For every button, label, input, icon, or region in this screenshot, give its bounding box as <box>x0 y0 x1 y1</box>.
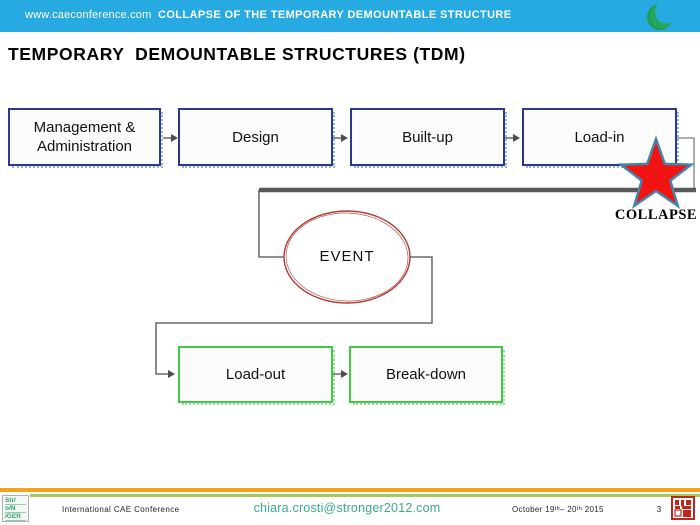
stronger-logo-line: Str/ <box>5 497 26 505</box>
flow-box-label: Built-up <box>402 128 453 146</box>
footer-green-line <box>30 494 700 497</box>
flow-box-label: Management & Administration <box>33 119 136 155</box>
top-bar: www.caeconference.com COLLAPSE OF THE TE… <box>0 0 700 32</box>
flow-box-break-down: Break-down <box>349 346 505 405</box>
cae-crescent-logo-icon <box>647 0 678 30</box>
footer-date: October 19ᵗʰ– 20ᵗʰ 2015 <box>512 505 604 514</box>
event-label: EVENT <box>319 248 375 265</box>
flow-box-built-up: Built-up <box>350 108 507 168</box>
stronger-logo-line: /GER <box>5 513 26 521</box>
collapse-label: COLLAPSE <box>614 207 698 223</box>
footer-conference-label: International CAE Conference <box>62 505 180 514</box>
flow-box-management: Management & Administration <box>8 108 163 168</box>
presentation-header-title: COLLAPSE OF THE TEMPORARY DEMOUNTABLE ST… <box>158 9 512 21</box>
stronger-logo-line: o/N <box>5 505 26 513</box>
footer-orange-line <box>0 488 700 492</box>
flow-box-label: Load-in <box>574 128 625 146</box>
flow-box-label: Break-down <box>385 366 467 383</box>
red-seal-logo-icon <box>671 496 695 520</box>
flow-box-label: Load-out <box>225 366 286 383</box>
flow-box-load-in: Load-in <box>522 108 679 168</box>
flow-box-load-out: Load-out <box>178 346 335 405</box>
slide-title: TEMPORARY DEMOUNTABLE STRUCTURES (TDM) <box>8 44 466 64</box>
flow-box-label: Design <box>232 128 279 146</box>
stronger-project-logo: Str/ o/N /GER <box>2 495 29 522</box>
footer-page-number: 3 <box>656 505 662 514</box>
flow-box-design: Design <box>178 108 335 168</box>
footer-email-link[interactable]: chiara.crosti@stronger2012.com <box>253 501 441 515</box>
conference-url-link[interactable]: www.caeconference.com <box>25 9 152 21</box>
